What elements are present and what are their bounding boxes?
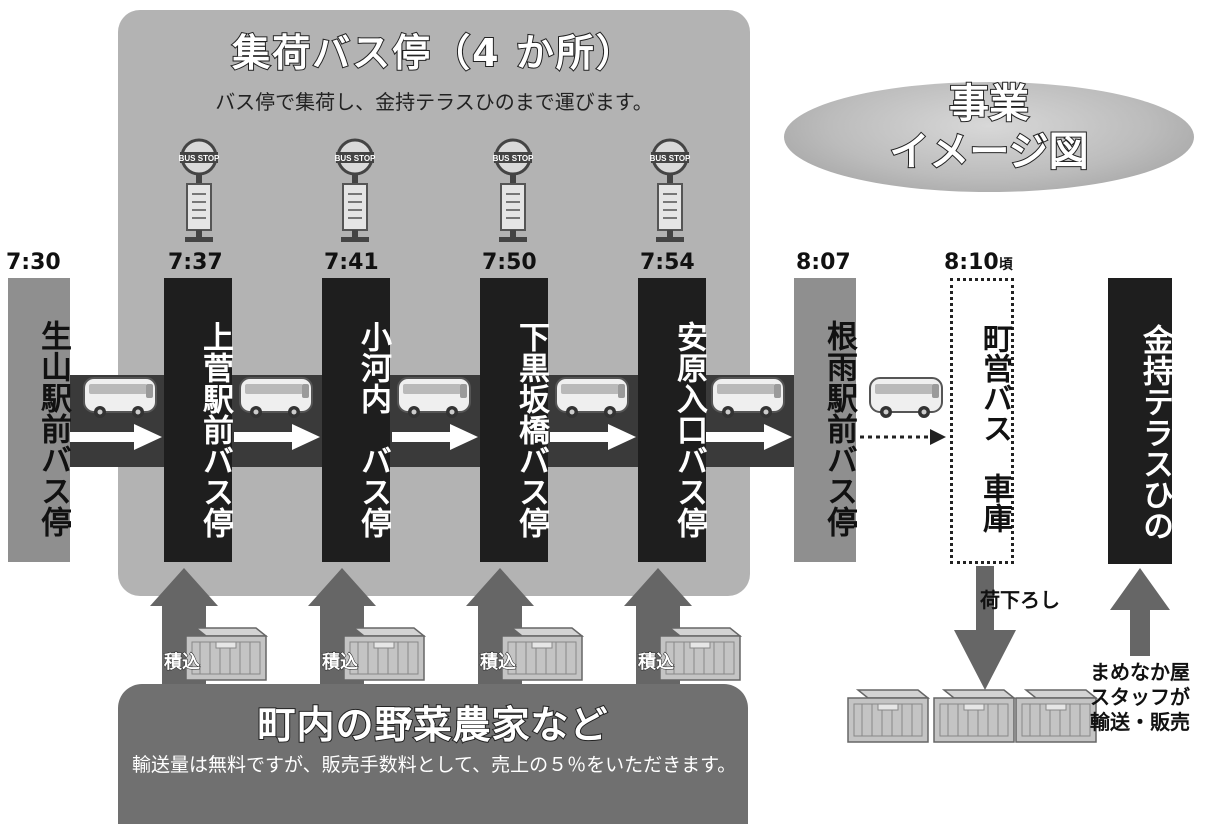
badge-line-1: 事業 <box>948 80 1030 128</box>
stop-3-time: 7:50 <box>482 250 537 275</box>
staff-note-line-1: まめなか屋 <box>1090 660 1190 684</box>
bus-icon <box>555 377 629 419</box>
garage-time-suffix: 頃 <box>998 257 1013 273</box>
project-image-badge <box>784 82 1194 192</box>
stop-4-box: 安原入口バス停 <box>638 278 707 562</box>
crate-icon <box>1015 689 1097 743</box>
pickup-stops-title: 集荷バス停（4 か所） <box>231 30 636 76</box>
unload-arrow-icon <box>954 566 1016 690</box>
garage-time-value: 8:10 <box>944 250 999 275</box>
farmers-fee-note: 輸送量は無料ですが、販売手数料として、売上の５％をいただきます。 <box>132 754 737 776</box>
bus-stop-sign-label: BUS STOP <box>335 154 376 163</box>
kanemochi-terrace-hino: 金持テラスひの <box>1108 278 1173 564</box>
route-arrow-icon <box>706 424 792 450</box>
load-label: 積込 <box>480 652 517 674</box>
bus-icon <box>711 377 785 419</box>
project-image-badge-text: 事業 イメージ図 <box>784 80 1194 176</box>
stop-2-time: 7:41 <box>324 250 379 275</box>
crate-icon <box>933 689 1015 743</box>
dotted-arrow-head-icon <box>930 429 946 445</box>
bus-stop-sign-icon: BUS STOP <box>650 138 691 242</box>
stop-1-time: 7:37 <box>168 250 223 275</box>
bus-stop-sign-icon: BUS STOP <box>179 138 220 242</box>
town-bus-garage: 町営バス 車庫 <box>950 278 1014 564</box>
route-arrow-icon <box>70 424 162 450</box>
unload-label: 荷下ろし <box>980 588 1060 612</box>
staff-note: まめなか屋 スタッフが 輸送・販売 <box>1090 660 1190 735</box>
stop-3-box: 下黒坂橋バス停 <box>480 278 549 562</box>
stop-2-box: 小河内 バス停 <box>322 278 391 562</box>
bus-icon <box>869 377 943 419</box>
crate-icon <box>847 689 929 743</box>
transport-arrow-icon <box>1110 568 1170 656</box>
bus-icon <box>239 377 313 419</box>
bus-stop-sign-icon: BUS STOP <box>335 138 376 242</box>
route-arrow-icon <box>234 424 320 450</box>
bus-icon <box>397 377 471 419</box>
stop-4-time: 7:54 <box>640 250 695 275</box>
pickup-stops-subtitle: バス停で集荷し、金持テラスひのまで運びます。 <box>215 90 653 114</box>
end-bus-stop: 根雨駅前バス停 <box>794 278 857 562</box>
bus-icon <box>83 377 157 419</box>
route-arrow-icon <box>550 424 636 450</box>
staff-note-line-3: 輸送・販売 <box>1090 710 1190 734</box>
farmers-title: 町内の野菜農家など <box>256 702 609 748</box>
route-arrow-icon <box>392 424 478 450</box>
load-label: 積込 <box>322 652 359 674</box>
bus-stop-sign-label: BUS STOP <box>650 154 691 163</box>
start-time: 7:30 <box>6 250 61 275</box>
garage-time: 8:10頃 <box>944 250 1013 275</box>
staff-note-line-2: スタッフが <box>1090 685 1190 709</box>
bus-stop-sign-label: BUS STOP <box>179 154 220 163</box>
end-time: 8:07 <box>796 250 851 275</box>
bus-stop-sign-label: BUS STOP <box>493 154 534 163</box>
badge-line-2: イメージ図 <box>888 128 1089 176</box>
route-arrows <box>70 424 792 450</box>
stop-1-box: 上菅駅前バス停 <box>164 278 233 562</box>
start-bus-stop: 生山駅前バス停 <box>8 278 71 562</box>
bus-stop-sign-icon: BUS STOP <box>493 138 534 242</box>
load-label: 積込 <box>638 652 675 674</box>
load-label: 積込 <box>164 652 201 674</box>
farmers-panel <box>118 684 748 824</box>
